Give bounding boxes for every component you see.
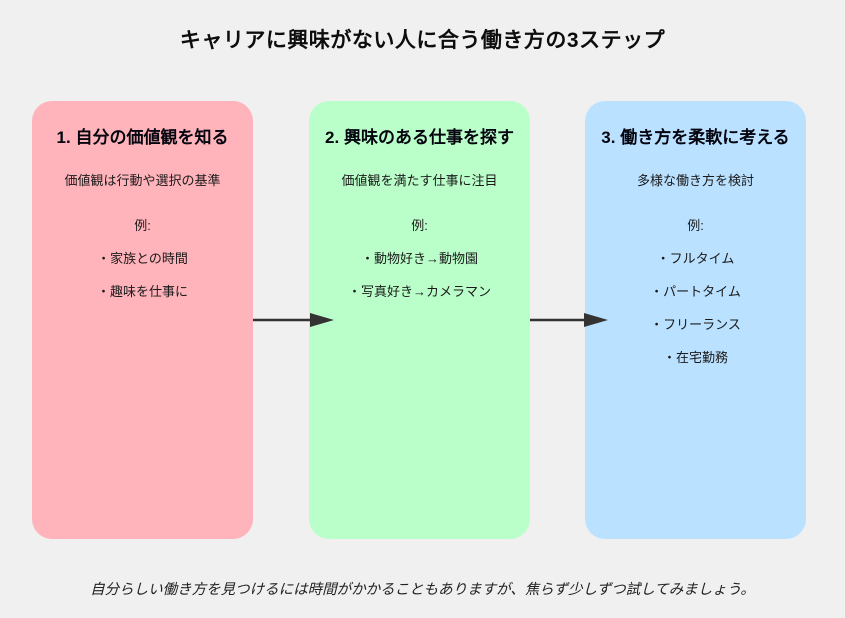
step-2-item: ・写真好き→カメラマン [347, 284, 491, 299]
step-3-item: ・在宅勤務 [662, 350, 728, 365]
page-title: キャリアに興味がない人に合う働き方の3ステップ [179, 29, 666, 52]
step-1-item: ・趣味を仕事に [96, 284, 188, 299]
step-2-title: 2. 興味のある仕事を探す [325, 128, 514, 147]
step-3-item: ・パートタイム [650, 284, 741, 299]
step-1-example-label: 例: [134, 218, 151, 233]
footer-note: 自分らしい働き方を見つけるには時間がかかることもありますが、焦らず少しずつ試して… [90, 582, 755, 598]
step-1-item: ・家族との時間 [97, 251, 188, 266]
step-box-3: 3. 働き方を柔軟に考える 多様な働き方を検討 例: ・フルタイム ・パートタイ… [585, 101, 806, 539]
step-1-subtitle: 価値観は行動や選択の基準 [64, 173, 221, 188]
step-3-item: ・フルタイム [656, 251, 735, 266]
step-3-title: 3. 働き方を柔軟に考える [601, 128, 790, 147]
step-3-example-label: 例: [687, 218, 704, 233]
step-3-subtitle: 多様な働き方を検討 [636, 173, 754, 188]
step-3-item: ・フリーランス [650, 317, 741, 332]
step-box-2: 2. 興味のある仕事を探す 価値観を満たす仕事に注目 例: ・動物好き→動物園 … [309, 101, 530, 539]
step-box-1: 1. 自分の価値観を知る 価値観は行動や選択の基準 例: ・家族との時間 ・趣味… [32, 101, 253, 539]
step-2-subtitle: 価値観を満たす仕事に注目 [341, 173, 498, 188]
step-2-item: ・動物好き→動物園 [360, 251, 478, 266]
step-1-title: 1. 自分の価値観を知る [56, 128, 229, 147]
step-2-example-label: 例: [411, 218, 428, 233]
